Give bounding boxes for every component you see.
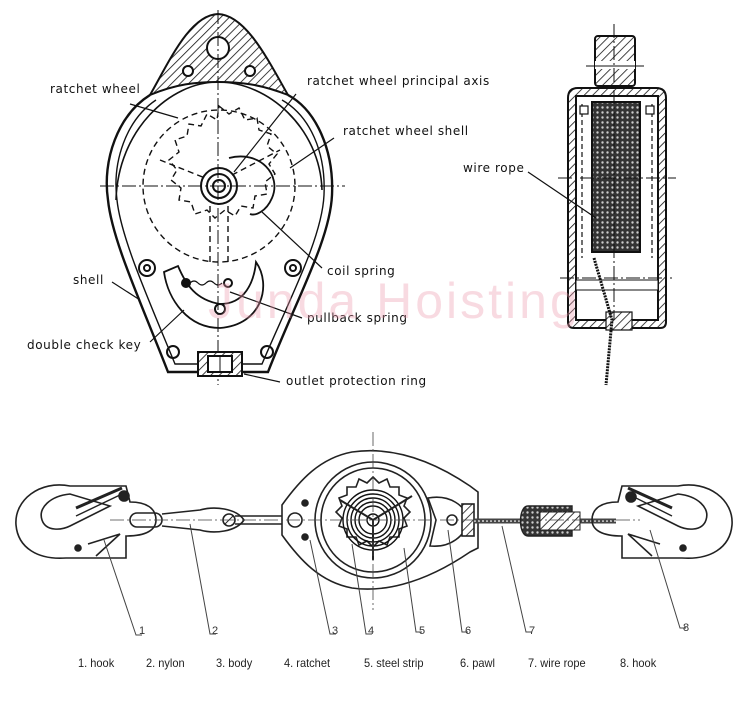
legend-item-6: 6. pawl: [460, 656, 495, 670]
callout-2: 2: [212, 625, 219, 637]
callout-5: 5: [419, 625, 426, 637]
label-ratchet-wheel: ratchet wheel: [50, 82, 141, 96]
legend-item-7: 7. wire rope: [528, 656, 586, 670]
assembly-drawing: [15, 432, 733, 636]
label-pullback-spring: pullback spring: [307, 311, 408, 325]
callout-7: 7: [529, 625, 536, 637]
callout-8: 8: [683, 622, 690, 634]
label-principal-axis: ratchet wheel principal axis: [307, 74, 490, 88]
legend-item-2: 2. nylon: [146, 656, 185, 670]
retractor-front-section: [100, 10, 345, 385]
legend-item-5: 5. steel strip: [364, 656, 424, 670]
label-double-check-key: double check key: [27, 338, 142, 352]
legend-item-8: 8. hook: [620, 656, 657, 670]
legend-item-3: 3. body: [216, 656, 253, 670]
left-hook: [15, 484, 157, 559]
callout-1: 1: [139, 625, 146, 637]
callout-6: 6: [465, 625, 472, 637]
retractor-side-section: [527, 24, 676, 386]
legend-item-1: 1. hook: [78, 656, 115, 670]
callout-3: 3: [332, 625, 339, 637]
label-ratchet-wheel-shell: ratchet wheel shell: [343, 124, 469, 138]
label-wire-rope: wire rope: [463, 161, 525, 175]
legend-item-4: 4. ratchet: [284, 656, 331, 670]
label-coil-spring: coil spring: [327, 264, 396, 278]
label-outlet-protection-ring: outlet protection ring: [286, 374, 427, 388]
right-hook: [591, 484, 733, 559]
label-shell: shell: [73, 273, 104, 287]
callout-4: 4: [368, 625, 375, 637]
